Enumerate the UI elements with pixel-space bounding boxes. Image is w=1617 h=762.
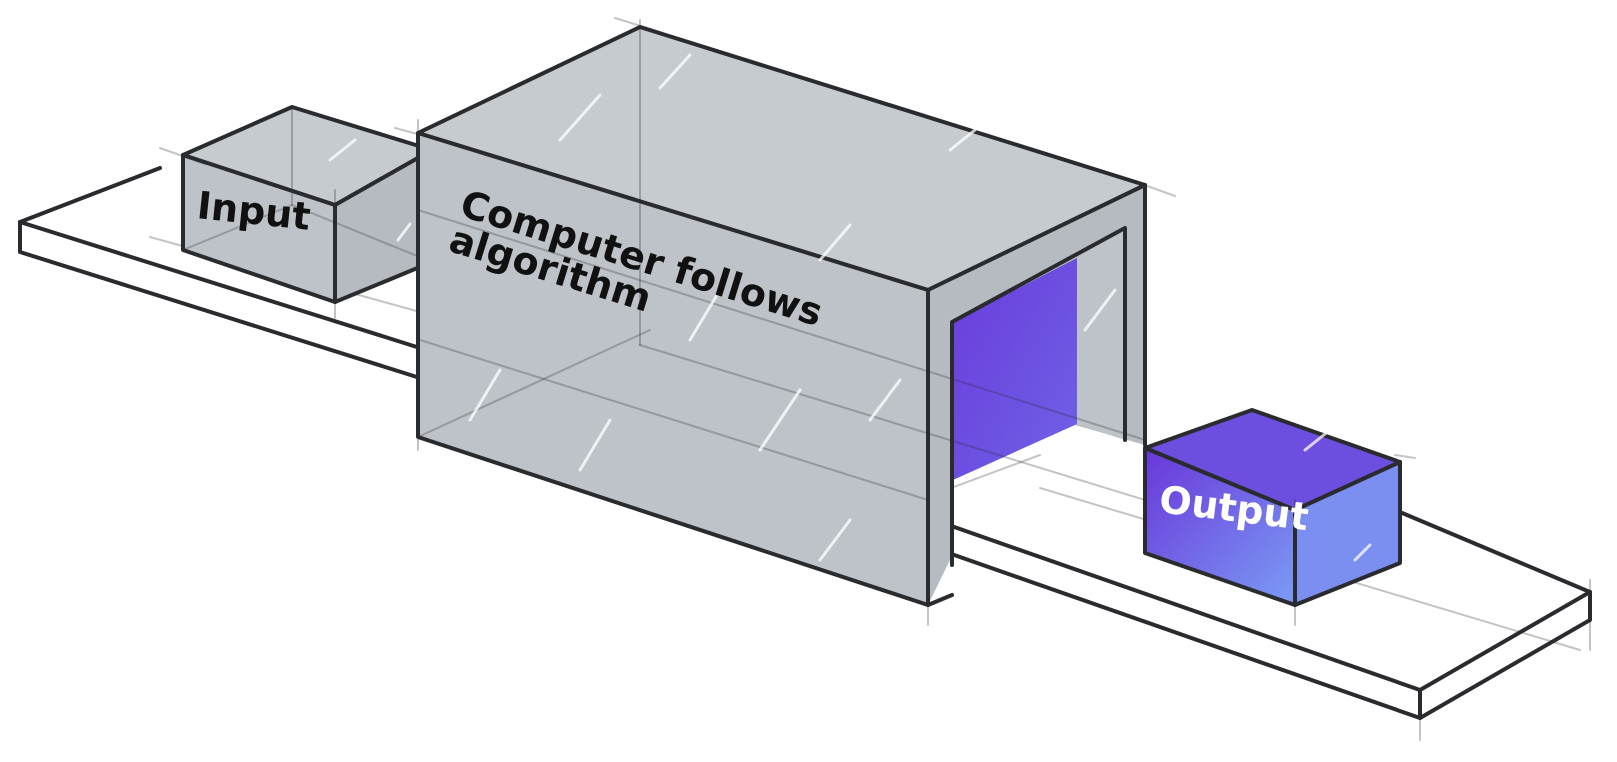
output-box	[1143, 408, 1416, 626]
input-box	[159, 105, 434, 319]
machine-box	[394, 17, 1176, 626]
machine-door	[953, 258, 1077, 480]
